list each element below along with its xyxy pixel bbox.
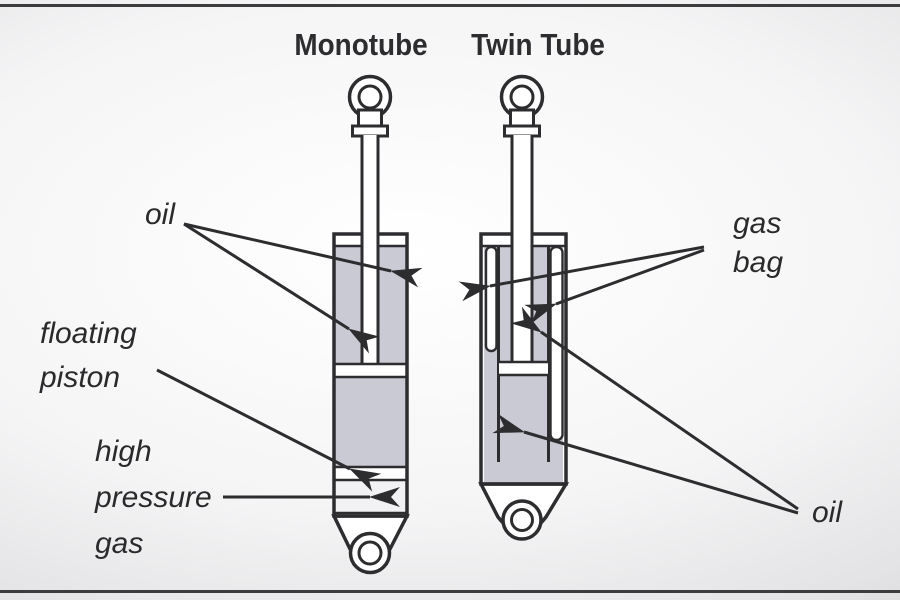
monotube-rod-collar xyxy=(351,124,389,138)
twin-tube-piston-lines xyxy=(499,360,549,377)
twin-tube-top-eyelet-hole xyxy=(509,84,535,110)
twin-tube-gas-bag-left xyxy=(484,245,498,353)
oil-left-arrow-lower xyxy=(183,222,380,354)
label-high-pressure-gas-line1: high xyxy=(95,435,152,468)
twin-tube-rod-collar xyxy=(503,124,541,138)
callout-arrows xyxy=(156,222,799,515)
label-gas-bag-line2: bag xyxy=(733,246,784,279)
twin-tube-title: Twin Tube xyxy=(471,27,605,62)
monotube-piston-lines xyxy=(334,362,407,379)
monotube-floating-piston xyxy=(334,467,407,480)
monotube-oil-lower xyxy=(334,377,407,467)
twin-tube-diagram xyxy=(478,74,570,541)
oil-right-arrow-upper xyxy=(510,306,799,511)
label-high-pressure-gas-line3: gas xyxy=(95,527,144,560)
monotube-title: Monotube xyxy=(294,27,428,62)
label-floating-piston-line2: piston xyxy=(40,361,121,394)
monotube-bottom-eyelet-hole xyxy=(357,540,383,566)
gas-bag-arrow-left xyxy=(458,245,705,302)
floating-piston-arrow xyxy=(156,368,382,492)
monotube-rod xyxy=(362,135,378,364)
twin-tube-rod xyxy=(512,135,532,362)
monotube-rod-outline xyxy=(360,135,380,364)
twin-tube-bottom-eyelet-hole xyxy=(510,508,534,532)
label-high-pressure-gas: high pressure gas xyxy=(95,429,212,567)
label-floating-piston: floating piston xyxy=(40,312,137,400)
label-floating-piston-line1: floating xyxy=(40,317,137,350)
oil-left-arrow-upper xyxy=(183,222,423,288)
label-gas-bag: gas bag xyxy=(733,204,783,282)
label-gas-bag-line1: gas xyxy=(733,207,782,240)
monotube-top-eyelet-hole xyxy=(357,84,383,110)
monotube-cylinder-outline xyxy=(332,232,409,518)
gas-bag-arrow-right xyxy=(524,248,705,324)
label-high-pressure-gas-line2: pressure xyxy=(95,481,212,514)
label-oil-right: oil xyxy=(812,496,843,529)
oil-right-arrow-lower xyxy=(492,413,799,515)
twin-tube-piston xyxy=(499,362,548,375)
label-oil-left: oil xyxy=(144,198,175,231)
twin-tube-outer-tube-outline xyxy=(479,232,568,486)
monotube-piston xyxy=(334,364,407,377)
